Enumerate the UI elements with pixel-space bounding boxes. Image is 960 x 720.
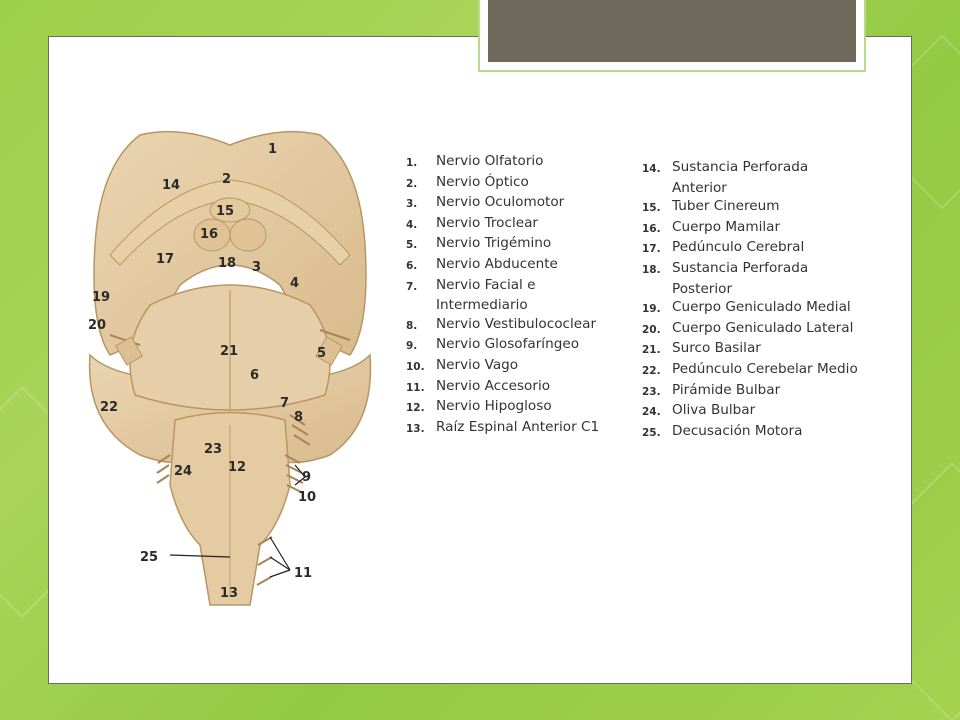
- figure-label-23: 23: [204, 442, 222, 457]
- legend-item: 17.Pedúnculo Cerebral: [642, 239, 805, 256]
- figure-label-10: 10: [298, 490, 316, 505]
- legend-right: 14.Sustancia Perforada Anterior 15.Tuber…: [642, 158, 858, 442]
- nerve-root: [284, 454, 304, 494]
- legend-item: 14.Sustancia Perforada: [642, 159, 809, 175]
- figure-label-25: 25: [140, 550, 158, 565]
- figure-label-22: 22: [100, 400, 118, 415]
- legend-item: 7.Nervio Facial e: [406, 276, 536, 293]
- legend-item: 10.Nervio Vago: [406, 356, 519, 373]
- legend-item: 8.Nervio Vestibulococlear: [406, 315, 597, 332]
- brainstem-diagram: 1 2 3 4 5 6 7 8 9 10 11 12 13 14 15 16 1…: [88, 130, 372, 606]
- figure-label-16: 16: [200, 227, 218, 242]
- trigeminal-root-shape: [315, 336, 343, 366]
- figure-label-18: 18: [218, 256, 236, 271]
- figure-label-7: 7: [280, 396, 289, 411]
- figure-label-2: 2: [222, 172, 231, 187]
- mammillary-body-shape: [229, 218, 267, 252]
- legend-left: 1.Nervio Olfatorio 2.Nervio Óptico 3.Ner…: [406, 152, 599, 438]
- legend-item: Intermediario: [436, 297, 528, 314]
- figure-label-11: 11: [294, 566, 312, 581]
- figure-label-6: 6: [250, 368, 259, 383]
- pointer-line: [294, 464, 306, 486]
- figure-label-8: 8: [294, 410, 303, 425]
- figure-label-15: 15: [216, 204, 234, 219]
- legend-item: 15.Tuber Cinereum: [642, 198, 780, 215]
- legend-item: 21.Surco Basilar: [642, 340, 761, 357]
- figure-label-12: 12: [228, 460, 246, 475]
- tuber-cinereum-shape: [209, 197, 251, 223]
- legend-item: 12.Nervio Hipogloso: [406, 398, 552, 415]
- legend-item: 18.Sustancia Perforada: [642, 259, 809, 276]
- legend-item: 3.Nervio Oculomotor: [406, 194, 565, 211]
- figure-label-9: 9: [302, 470, 311, 485]
- optic-tract-shape: [109, 179, 351, 266]
- legend-item: 16.Cuerpo Mamilar: [642, 218, 781, 235]
- legend-item: 6.Nervio Abducente: [406, 255, 558, 272]
- trigeminal-root-shape: [115, 336, 143, 366]
- title-bar: [488, 0, 856, 62]
- legend-item: 11.Nervio Accesorio: [406, 377, 551, 394]
- figure-label-19: 19: [92, 290, 110, 305]
- legend-item: 25.Decusación Motora: [642, 422, 803, 439]
- legend-item: Anterior: [672, 179, 727, 196]
- legend-item: 9.Nervio Glosofaríngeo: [406, 336, 580, 353]
- legend-item: 2.Nervio Óptico: [406, 173, 529, 190]
- nerve-root: [156, 454, 171, 484]
- legend-item: 22.Pedúnculo Cerebelar Medio: [642, 360, 858, 377]
- figure-label-24: 24: [174, 464, 192, 479]
- legend-item: 1.Nervio Olfatorio: [406, 153, 544, 169]
- pointer-line: [269, 536, 291, 578]
- figure-label-5: 5: [317, 346, 326, 361]
- nerve-root: [289, 414, 311, 446]
- figure-label-3: 3: [252, 260, 261, 275]
- figure-label-21: 21: [220, 344, 238, 359]
- legend-item: 19.Cuerpo Geniculado Medial: [642, 299, 851, 316]
- legend-item: 5.Nervio Trigémino: [406, 235, 552, 252]
- legend-item: 4.Nervio Troclear: [406, 214, 539, 231]
- figure-label-13: 13: [220, 586, 238, 601]
- figure-label-20: 20: [88, 318, 106, 333]
- legend-item: Posterior: [672, 280, 733, 297]
- figure-label-4: 4: [290, 276, 299, 291]
- nerve-root: [256, 536, 273, 586]
- figure-label-17: 17: [156, 252, 174, 267]
- legend-item: 13.Raíz Espinal Anterior C1: [406, 418, 600, 435]
- legend-item: 23.Pirámide Bulbar: [642, 381, 781, 398]
- pointer-line: [169, 554, 231, 558]
- figure-label-1: 1: [268, 142, 277, 157]
- legend-item: 20.Cuerpo Geniculado Lateral: [642, 319, 854, 336]
- figure-label-14: 14: [162, 178, 180, 193]
- legend-item: 24.Oliva Bulbar: [642, 402, 756, 419]
